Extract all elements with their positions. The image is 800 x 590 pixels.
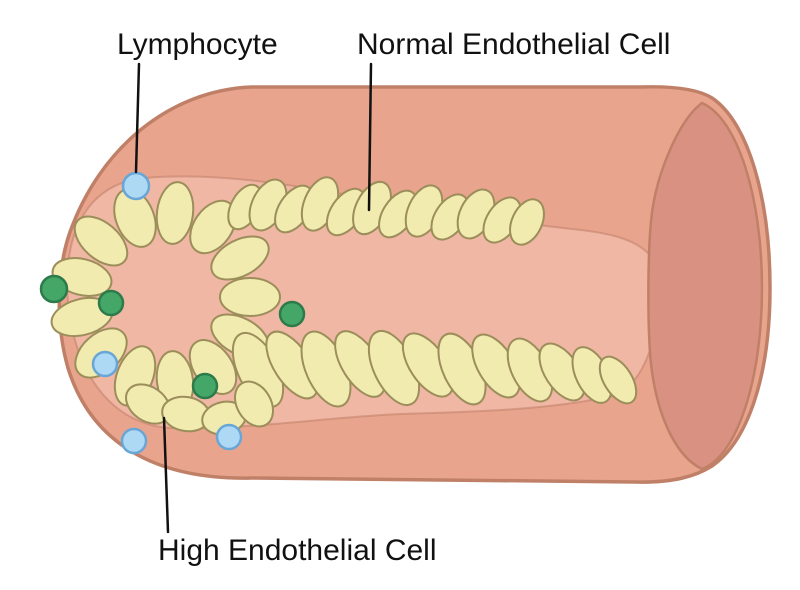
- lymphocyte-pointer-line: [134, 62, 141, 174]
- high-endothelial-label: High Endothelial Cell: [158, 534, 437, 567]
- lymphocyte-cell: [91, 350, 119, 378]
- vessel-opening-shadow: [647, 101, 764, 471]
- normal-endothelial-label: Normal Endothelial Cell: [357, 28, 670, 61]
- endothelial-cell: [73, 215, 129, 267]
- endothelial-cell: [189, 199, 237, 255]
- endothelial-cell: [155, 181, 195, 245]
- endothelial-ring-group: [50, 181, 281, 412]
- green-cell: [278, 300, 306, 328]
- lymphocyte-cell: [215, 423, 243, 451]
- lymphocyte-cell: [120, 427, 148, 455]
- lymphocyte-cell: [121, 171, 151, 201]
- endothelial-cell: [234, 380, 274, 428]
- high-endothelial-pointer-line: [162, 416, 170, 534]
- high-endothelial-row-group: [125, 329, 638, 436]
- normal-endothelial-row-group: [227, 176, 545, 246]
- annotations: Lymphocyte Normal Endothelial Cell High …: [117, 28, 670, 567]
- green-cell: [39, 274, 69, 304]
- lymphocyte-label: Lymphocyte: [117, 28, 278, 61]
- endothelial-cell: [598, 355, 638, 405]
- normal-endothelial-pointer-line: [367, 62, 373, 212]
- green-cell: [191, 372, 219, 400]
- green-cells-group: [39, 274, 306, 400]
- endothelial-cell: [509, 198, 545, 246]
- green-cell: [97, 289, 125, 317]
- lymphocytes-group: [91, 171, 243, 455]
- endothelial-cell: [219, 277, 281, 317]
- endothelial-cell: [210, 235, 270, 281]
